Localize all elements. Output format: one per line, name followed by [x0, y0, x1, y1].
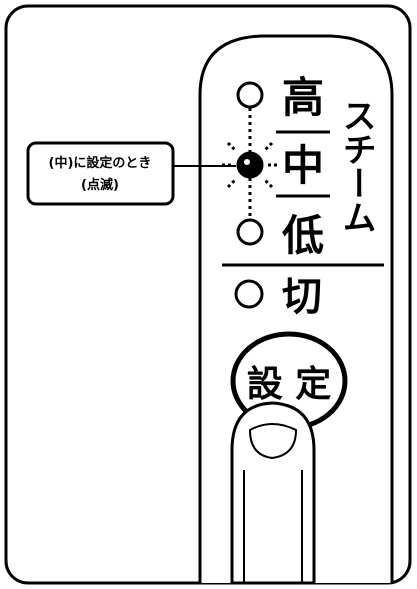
set-button-label: 設 定: [247, 364, 332, 405]
steam-vertical-label: スチーム: [336, 98, 376, 234]
callout-line1: (中)に設定のとき: [49, 155, 152, 171]
pointing-finger-icon: [230, 401, 316, 585]
led-off-icon: [234, 279, 264, 309]
off-label: 切: [282, 274, 322, 320]
callout-line2: (点滅): [81, 177, 119, 193]
led-low-icon: [236, 218, 264, 246]
level-low-label: 低: [282, 211, 324, 260]
level-mid-box: [276, 130, 330, 198]
level-high-label: 高: [282, 73, 324, 122]
led-high-icon: [236, 81, 264, 109]
callout-box: (中)に設定のとき (点滅): [26, 141, 175, 206]
level-mid-label: 中: [282, 141, 324, 190]
